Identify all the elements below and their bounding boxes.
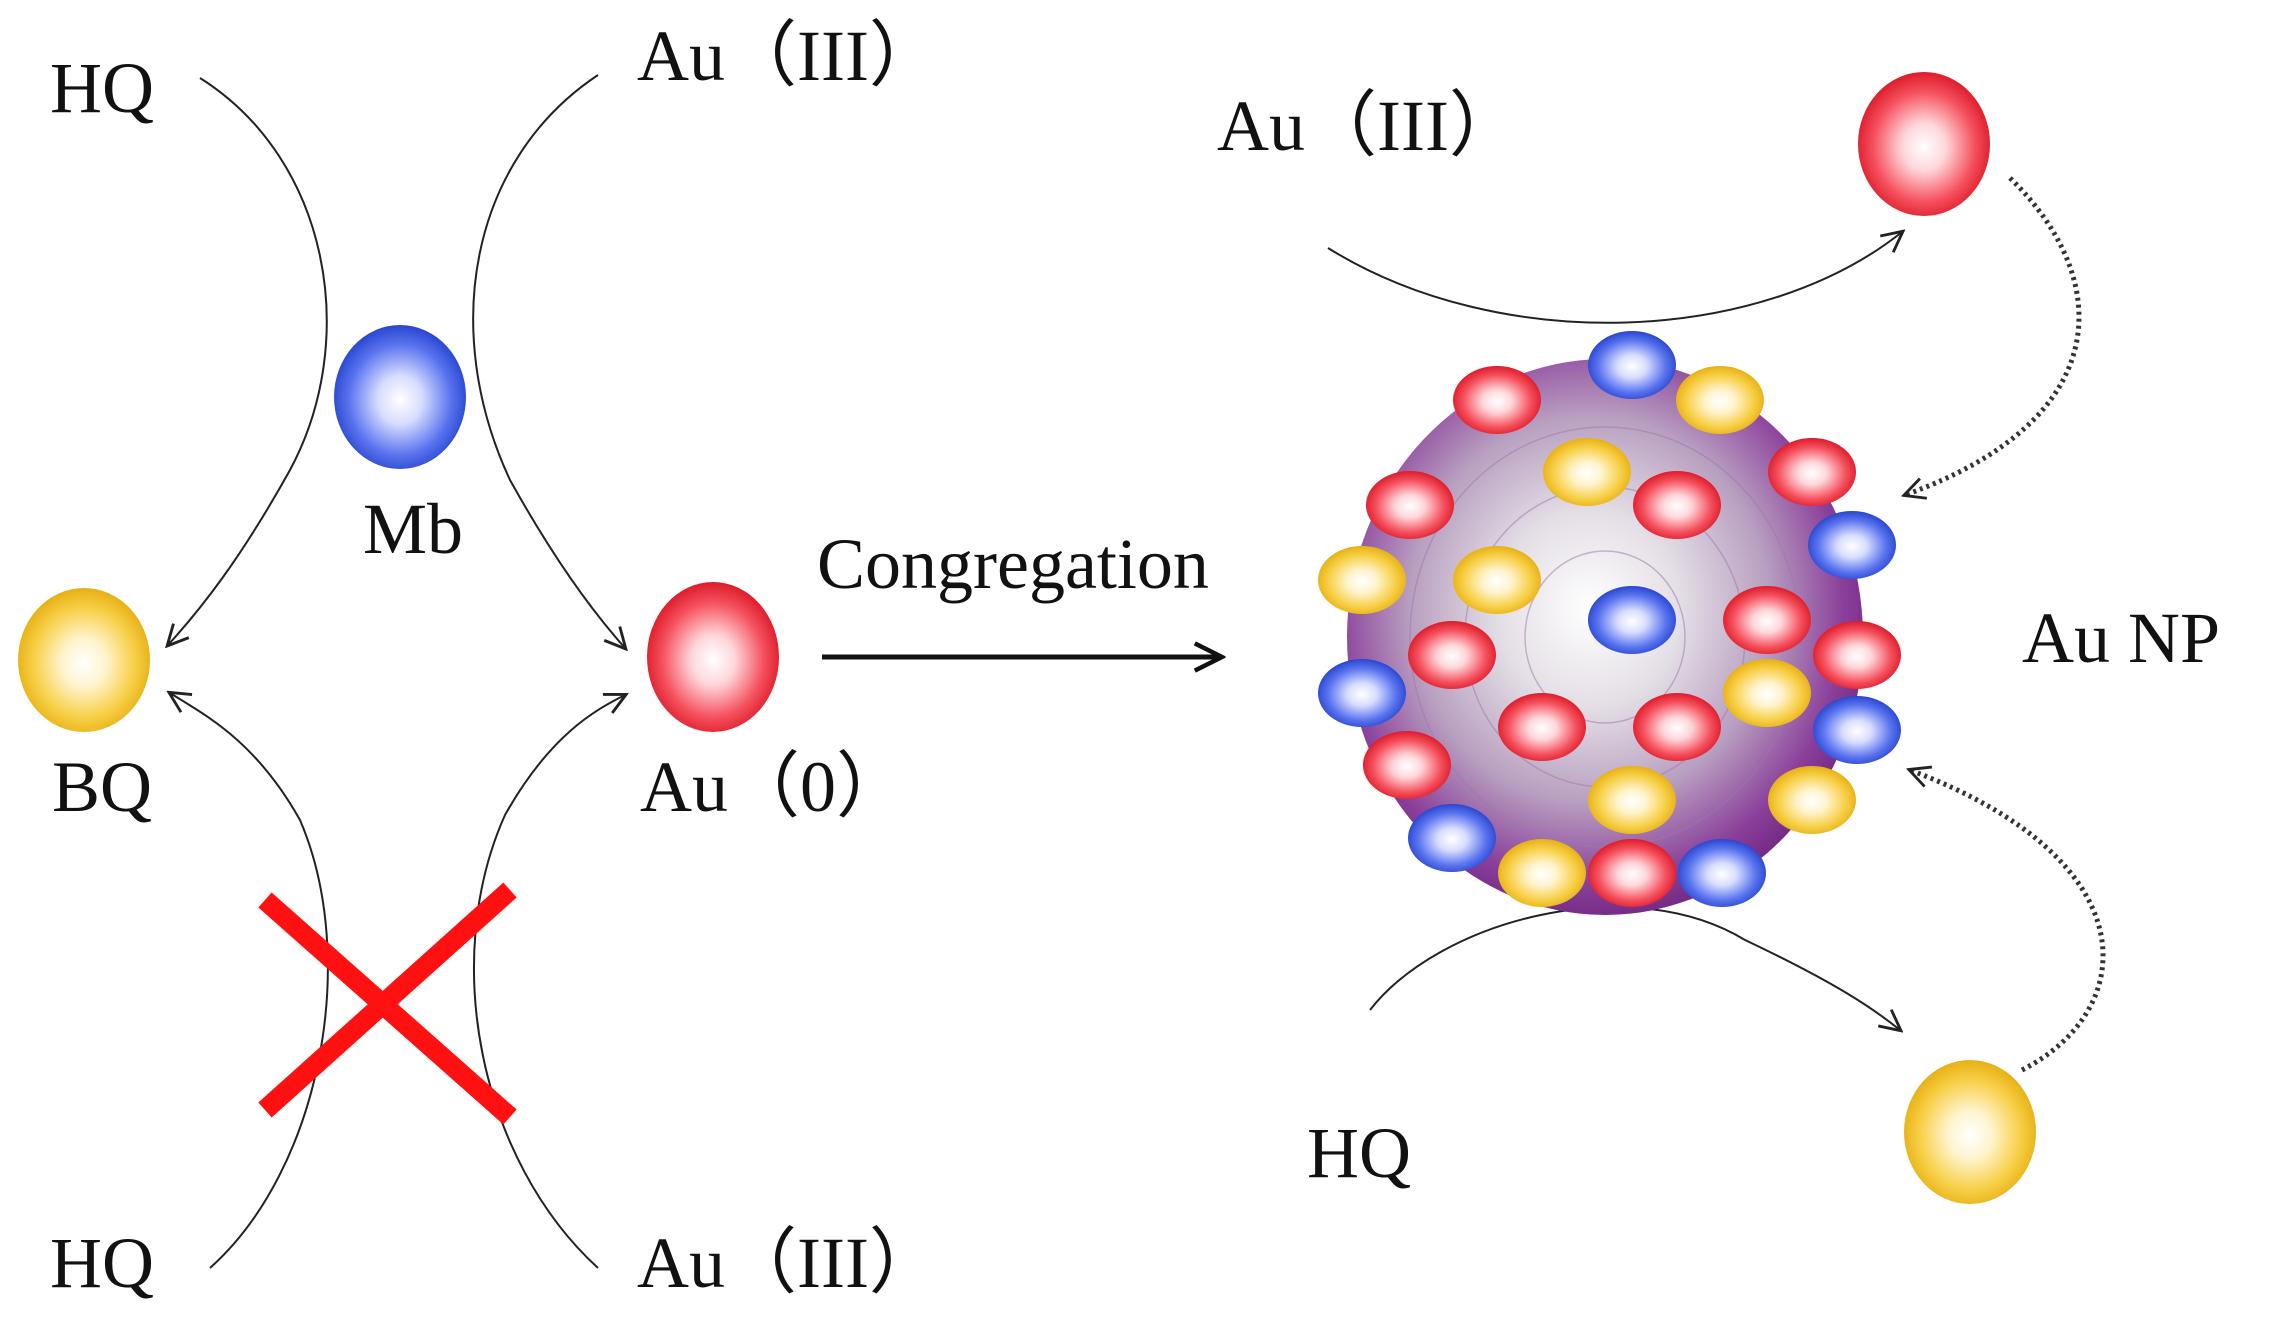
label-hq-bottom: HQ [50,1223,154,1303]
dotted-arrow-bq-to-np [1910,770,2106,1073]
au0-sphere [647,582,779,732]
label-mb: Mb [363,489,463,569]
label-au0: Au（0） [640,747,908,827]
np-particle [1588,839,1676,907]
np-particle [1588,586,1676,654]
au-free-sphere [1858,72,1990,216]
dotted-arrow-au-to-np [1905,176,2082,495]
blocked-cross-icon [258,882,517,1125]
np-particle [1543,438,1631,506]
left-scheme: HQ Au（III） Mb BQ Au（0） HQ Au（III） [18,16,941,1303]
np-particle [1808,511,1896,579]
np-particle [1676,366,1764,434]
bq-free-sphere [1904,1060,2036,1204]
arrow-hq-right [1369,906,1900,1030]
label-au3-top-left: Au（III） [637,16,941,96]
np-particle [1768,766,1856,834]
label-bq: BQ [52,747,152,827]
np-particle [1363,731,1451,799]
arrow-au3-to-au0-top [472,74,625,648]
label-hq-top: HQ [50,48,154,128]
np-particle [1768,438,1856,506]
label-hq-right: HQ [1307,1113,1411,1193]
np-particle [1723,659,1811,727]
label-au-np: Au NP [2022,598,2220,678]
congregation-arrow: Congregation [817,524,1222,657]
np-particle [1813,621,1901,689]
np-particle [1408,621,1496,689]
np-particle [1498,839,1586,907]
np-particle [1678,839,1766,907]
label-au3-bottom-left: Au（III） [637,1223,941,1303]
np-particle [1633,471,1721,539]
np-particle [1813,696,1901,764]
np-particle [1318,659,1406,727]
np-particle [1633,693,1721,761]
np-particle [1498,693,1586,761]
arrow-au3-to-au0-bottom [473,695,625,1269]
np-particle [1723,586,1811,654]
au-np-particles [1318,331,1901,907]
label-au3-right: Au（III） [1217,86,1521,166]
arrow-au3-to-au-right [1327,232,1902,324]
label-congregation: Congregation [817,524,1209,604]
np-particle [1318,546,1406,614]
np-particle [1588,766,1676,834]
np-particle [1453,546,1541,614]
np-particle [1408,804,1496,872]
bq-sphere [18,588,150,732]
arrow-hq-to-bq-top [168,77,328,645]
np-particle [1366,471,1454,539]
arrow-hq-to-bq-bottom [170,693,329,1269]
np-particle [1588,331,1676,399]
np-particle [1453,366,1541,434]
right-scheme: Au（III） Au NP HQ [1217,72,2220,1204]
mb-sphere [334,325,466,469]
